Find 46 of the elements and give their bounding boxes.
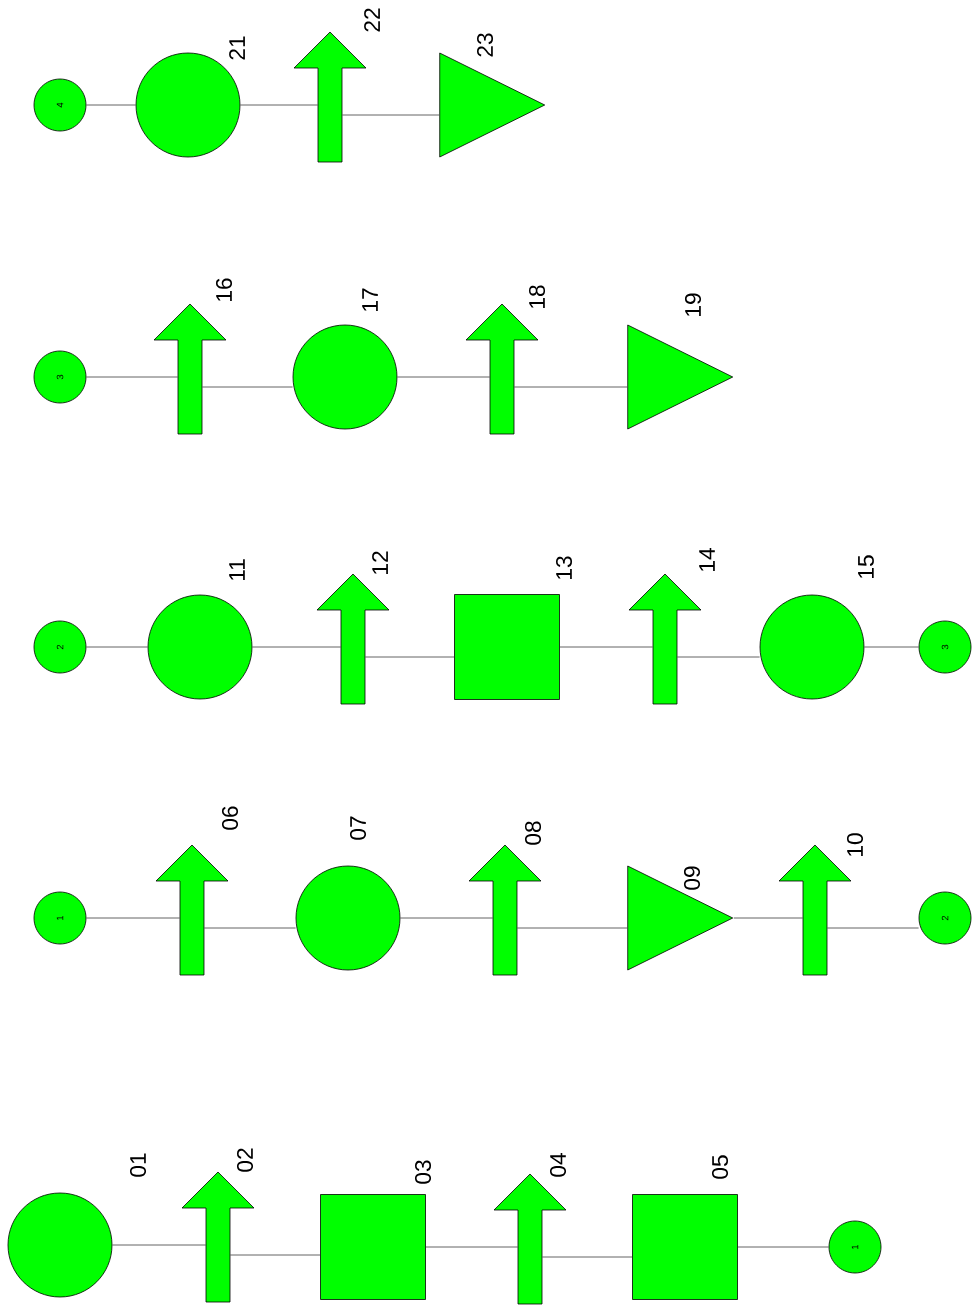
part-number: 18	[528, 285, 546, 308]
connector-line	[397, 376, 491, 378]
part-number: 22	[364, 8, 380, 32]
part-number: 08	[524, 821, 542, 845]
connector-line	[559, 646, 654, 648]
part-number: 02	[236, 1148, 254, 1172]
part-number: 06	[221, 806, 239, 830]
part-number: 15	[858, 555, 874, 578]
part-number: 19	[684, 293, 702, 316]
connector-line	[676, 656, 760, 658]
connector-line	[201, 386, 293, 388]
connector-line	[341, 114, 440, 116]
part-number: 05	[711, 1155, 729, 1179]
part-number: 14	[699, 548, 715, 571]
part-number: 01	[129, 1153, 147, 1177]
connector-line	[86, 376, 179, 378]
connector-line	[400, 917, 494, 919]
part-number: 10	[846, 833, 864, 856]
connector-line	[541, 1256, 633, 1258]
part-number: 11	[229, 559, 245, 581]
part-number: 16	[215, 278, 233, 301]
connector-line	[229, 1254, 321, 1256]
connector-line	[737, 1246, 829, 1248]
connector-line	[86, 104, 136, 106]
connector-line	[513, 386, 628, 388]
connector-line	[240, 104, 319, 106]
part-number: 17	[362, 288, 378, 311]
connector-line	[252, 646, 342, 648]
part-number: 23	[476, 33, 494, 57]
part-number: 12	[372, 551, 388, 574]
connector-line	[86, 917, 181, 919]
connector-line	[864, 646, 919, 648]
part-number: 07	[349, 816, 367, 840]
connector-line	[516, 927, 628, 929]
part-number: 04	[549, 1153, 567, 1177]
part-number: 03	[414, 1160, 432, 1184]
part-number: 13	[555, 556, 573, 579]
connector-line	[364, 656, 455, 658]
connector-line	[86, 646, 148, 648]
part-number: 21	[229, 36, 245, 60]
connector-line	[826, 927, 919, 929]
connector-line	[203, 927, 296, 929]
part-number: 09	[683, 866, 701, 890]
connector-line	[425, 1246, 519, 1248]
connector-line	[733, 917, 804, 919]
connector-line	[112, 1244, 207, 1246]
